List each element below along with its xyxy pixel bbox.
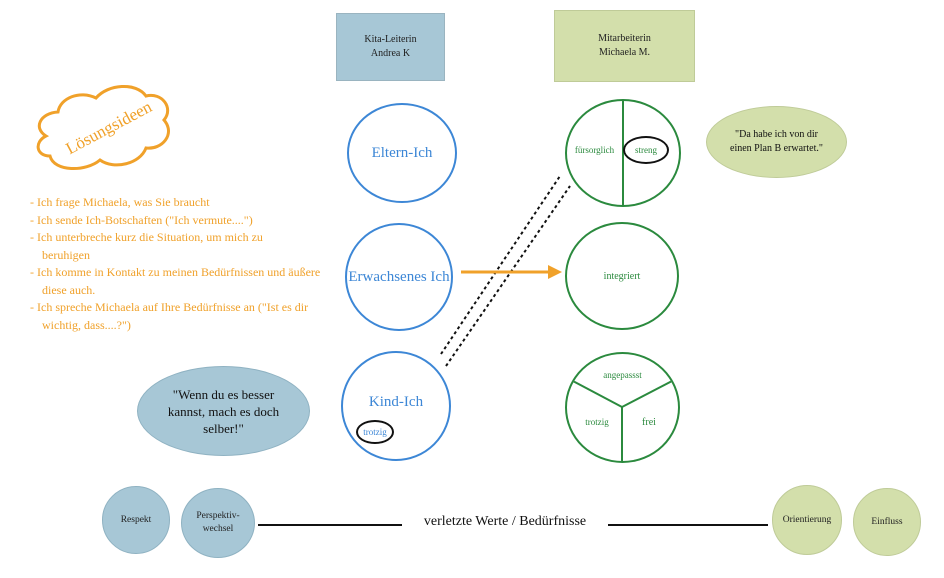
solution-item: - Ich sende Ich-Botschaften ("Ich vermut… — [30, 212, 253, 227]
kind-ich-label: Kind-Ich — [368, 393, 424, 410]
solution-list: - Ich frage Michaela, was Sie braucht - … — [30, 194, 330, 334]
frei-label: frei — [642, 417, 656, 428]
kita-leiterin-box: Kita-Leiterin Andrea K — [336, 13, 445, 81]
michaela-erwachsenes-ich-circle: integriert — [565, 222, 679, 330]
streng-tag: streng — [623, 136, 669, 164]
einfluss-circle: Einfluss — [853, 488, 921, 556]
eltern-ich-circle: Eltern-Ich — [347, 103, 457, 203]
streng-label: streng — [635, 145, 657, 155]
fuersorglich-label: fürsorglich — [574, 145, 615, 155]
eltern-ich-label: Eltern-Ich — [371, 144, 433, 161]
michaela-kind-ich-circle: angepassst trotzig frei — [565, 352, 680, 463]
solution-item: - Ich komme in Kontakt zu meinen Bedürfn… — [30, 265, 321, 297]
solution-item: - Ich unterbreche kurz die Situation, um… — [30, 230, 263, 262]
solution-item: - Ich spreche Michaela auf Ihre Bedürfni… — [30, 300, 309, 332]
values-label: verletzte Werte / Bedürfnisse — [423, 514, 587, 529]
values-line-left — [258, 524, 402, 526]
trotzig-tag: trotzig — [356, 420, 394, 444]
left-quote-bubble: "Wenn du es besser kannst, mach es doch … — [137, 366, 310, 456]
perspektivwechsel-circle: Perspektiv- wechsel — [181, 488, 255, 558]
loesungsideen-cloud — [36, 85, 170, 171]
angepasst-label: angepassst — [603, 370, 642, 380]
mitarbeiterin-box: Mitarbeiterin Michaela M. — [554, 10, 695, 82]
integriert-label: integriert — [603, 270, 641, 282]
respekt-circle: Respekt — [102, 486, 170, 554]
erwachsenes-ich-circle: Erwachsenes Ich — [345, 223, 453, 331]
kind-ich-circle: Kind-Ich — [341, 351, 451, 461]
trotzig-tag-label: trotzig — [363, 427, 387, 437]
right-quote-bubble: "Da habe ich von dir einen Plan B erwart… — [706, 106, 847, 178]
orientierung-circle: Orientierung — [772, 485, 842, 555]
child-dividers — [570, 379, 675, 461]
trotzig-right-label: trotzig — [585, 417, 609, 427]
values-line-right — [608, 524, 768, 526]
erwachsenes-ich-label: Erwachsenes Ich — [348, 268, 450, 285]
solution-item: - Ich frage Michaela, was Sie braucht — [30, 195, 210, 209]
